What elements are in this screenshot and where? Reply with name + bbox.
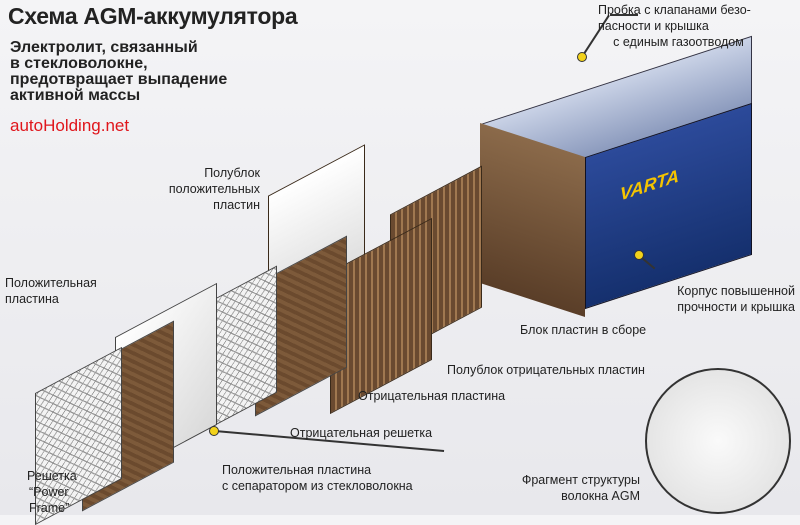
label-line: пластина bbox=[5, 292, 59, 306]
label-line: пластин bbox=[213, 198, 260, 212]
label-plate-block: Блок пластин в сборе bbox=[520, 323, 647, 337]
label-negative-grid: Отрицательная решетка bbox=[290, 426, 433, 440]
label-line: Frame” bbox=[29, 501, 70, 515]
battery-case: VARTA bbox=[480, 35, 770, 318]
subtitle: Электролит, связанный в стекловолокне, п… bbox=[10, 40, 290, 104]
label-line: Полублок bbox=[204, 166, 260, 180]
label-positive-half-block: Полублок положительных пластин bbox=[150, 165, 260, 213]
battery-side bbox=[480, 122, 585, 318]
label-line: пасности и крышка bbox=[598, 19, 709, 33]
callout-dot bbox=[634, 250, 644, 260]
label-line: Положительная пластина bbox=[222, 463, 372, 477]
diagram-title: Схема AGM-аккумулятора bbox=[8, 3, 298, 29]
label-line: Пробка с клапанами безо- bbox=[598, 3, 751, 17]
label-positive-plate: Положительная пластина bbox=[5, 275, 97, 307]
label-line: Решетка bbox=[27, 469, 77, 483]
callout-dot bbox=[577, 52, 587, 62]
label-negative-half-block: Полублок отрицательных пластин bbox=[447, 363, 645, 377]
subtitle-line: Электролит, связанный bbox=[10, 39, 198, 56]
subtitle-line: активной массы bbox=[10, 87, 141, 104]
label-line: Фрагмент структуры bbox=[521, 473, 640, 487]
label-case: Корпус повышенной прочности и крышка bbox=[640, 283, 795, 315]
leader-line bbox=[610, 14, 638, 16]
label-line: Положительная bbox=[5, 276, 97, 290]
label-line: с единым газоотводом bbox=[613, 35, 744, 49]
label-line: Корпус повышенной bbox=[677, 284, 795, 298]
label-agm-fragment: Фрагмент структуры волокна AGM bbox=[500, 472, 640, 504]
label-line: с сепаратором из стекловолокна bbox=[222, 479, 413, 493]
label-line: “Power bbox=[29, 485, 69, 499]
subtitle-line: предотвращает выпадение bbox=[10, 71, 228, 88]
subtitle-line: в стекловолокне, bbox=[10, 55, 148, 72]
callout-dot bbox=[209, 426, 219, 436]
label-line: волокна AGM bbox=[561, 489, 640, 503]
agm-fiber-magnified bbox=[645, 368, 791, 514]
label-negative-plate: Отрицательная пластина bbox=[358, 389, 506, 403]
site-logo: autoHolding.net bbox=[10, 116, 130, 135]
label-cap: Пробка с клапанами безо- пасности и крыш… bbox=[598, 2, 754, 50]
label-line: положительных bbox=[168, 182, 260, 196]
label-positive-plate-separator: Положительная пластина с сепаратором из … bbox=[222, 462, 413, 494]
label-line: прочности и крышка bbox=[677, 300, 795, 314]
label-power-frame: Решетка “Power Frame” bbox=[27, 468, 77, 516]
